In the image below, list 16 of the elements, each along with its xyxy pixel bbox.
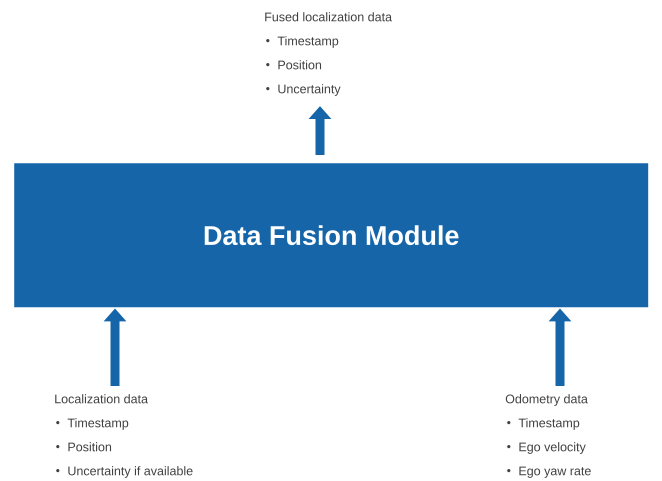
node-label: Timestamp [68,418,128,430]
node-label: Localization data [55,394,148,404]
node-label: Position [68,442,112,452]
node-label: Ego velocity [519,442,586,454]
node-label: Ego yaw rate [519,466,591,478]
node-label: Uncertainty [278,84,341,96]
bullet-list: Odometry data Timestamp Ego velocity Ego yaw rate [506,394,591,478]
node-label: Timestamp [518,418,580,430]
node-label: Uncertainty if available [68,466,193,478]
node-label: Odometry data [506,394,588,406]
node-label: Fused localization data [265,12,392,22]
module-box: Data Fusion Module [14,163,648,308]
bullet-list: Localization data Timestamp Position Uncertainty if available [55,394,193,478]
node-label: Timestamp [278,36,338,48]
bullet-list: Fused localization data Timestamp Position Uncertainty [265,12,392,96]
node-label: Position [278,60,322,70]
